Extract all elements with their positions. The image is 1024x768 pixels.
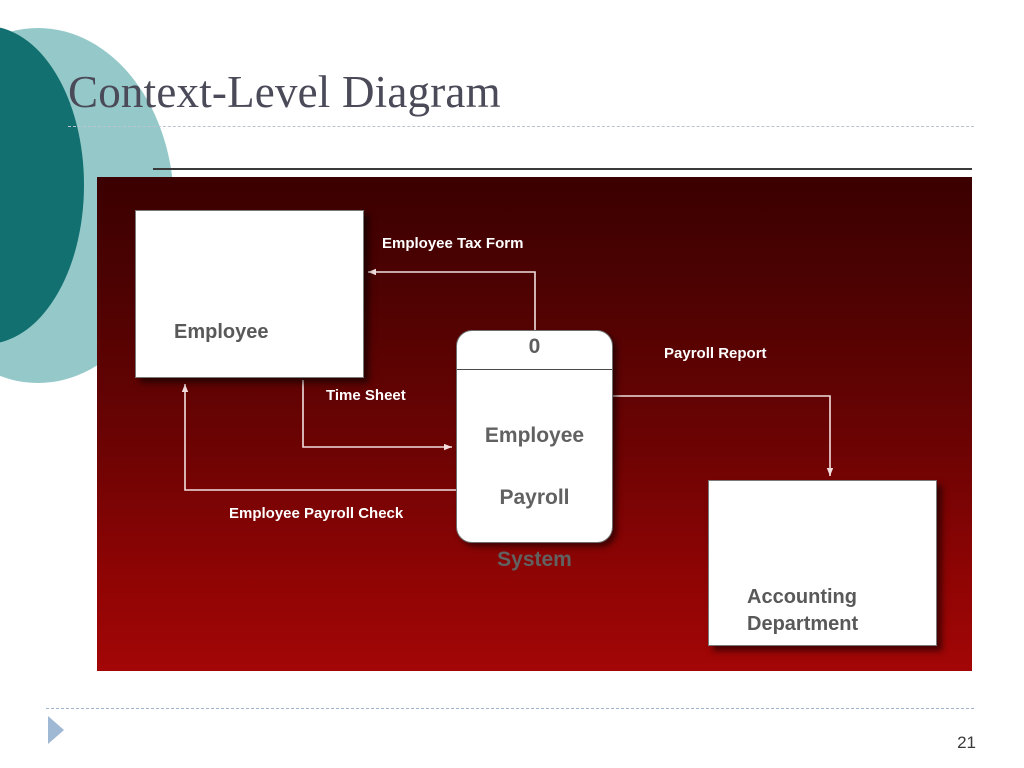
- process-number-label: 0: [528, 335, 541, 358]
- flow-label-time-sheet: Time Sheet: [326, 387, 406, 404]
- process-name-line1: Employee: [484, 424, 585, 447]
- process-divider: [457, 369, 612, 370]
- flow-label-employee-tax-form: Employee Tax Form: [382, 235, 524, 252]
- flow-line-employee-tax-form: [368, 268, 536, 330]
- process-employee-payroll-system[interactable]: 0 Employee Payroll System: [456, 330, 613, 571]
- entity-accounting-department[interactable]: Accounting Department: [708, 480, 937, 646]
- process-name-line3: System: [497, 548, 572, 571]
- flow-label-employee-payroll-check: Employee Payroll Check: [229, 505, 404, 522]
- title-underline-rule: [68, 126, 974, 127]
- content-top-rule: [153, 168, 972, 170]
- flow-line-time-sheet: [302, 380, 452, 451]
- process-name-line2: Payroll: [499, 486, 570, 509]
- entity-accounting-line1: Accounting: [747, 586, 857, 608]
- entity-accounting-department-label: Accounting Department: [747, 584, 858, 638]
- page-number: 21: [957, 733, 976, 752]
- page-title: Context-Level Diagram: [68, 67, 501, 117]
- flow-line-payroll-report: [613, 395, 834, 476]
- flow-label-payroll-report: Payroll Report: [664, 345, 767, 362]
- process-name-label: Employee Payroll System: [457, 389, 612, 606]
- entity-employee-label: Employee: [174, 321, 269, 343]
- context-diagram-panel: Employee Accounting Department 0 Employe…: [97, 177, 972, 671]
- entity-accounting-line2: Department: [747, 613, 859, 635]
- entity-employee[interactable]: Employee: [135, 210, 364, 378]
- flow-arrows-layer: [181, 268, 834, 491]
- footer-rule: [46, 708, 974, 709]
- flow-line-employee-payroll-check: [181, 384, 456, 491]
- play-triangle-icon: [48, 716, 64, 744]
